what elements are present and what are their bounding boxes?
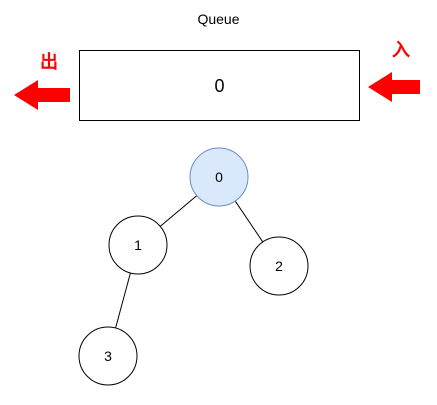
tree-node-2	[249, 236, 309, 296]
tree-edge-1-3	[115, 272, 131, 329]
tree-node-label-1: 1	[134, 237, 142, 253]
tree-node-0	[189, 147, 249, 207]
tree-edge-0-2	[234, 200, 264, 243]
tree-nodes: 0 1 2 3	[78, 147, 309, 386]
title: Queue	[197, 11, 239, 27]
tree-node-label-2: 2	[275, 258, 283, 274]
tree-node-1	[108, 215, 168, 275]
tree-node-3	[78, 326, 138, 386]
tree-node-label-0: 0	[215, 169, 223, 185]
arrow-in-icon	[368, 72, 420, 102]
out-label: 出	[40, 51, 58, 72]
arrow-out-icon	[14, 80, 70, 110]
queue-box	[79, 50, 360, 121]
in-label: 入	[392, 40, 410, 60]
tree-edge-0-1	[159, 195, 198, 227]
queue-item: 0	[214, 76, 224, 96]
tree-edges	[115, 195, 264, 329]
tree-node-label-3: 3	[104, 348, 112, 364]
